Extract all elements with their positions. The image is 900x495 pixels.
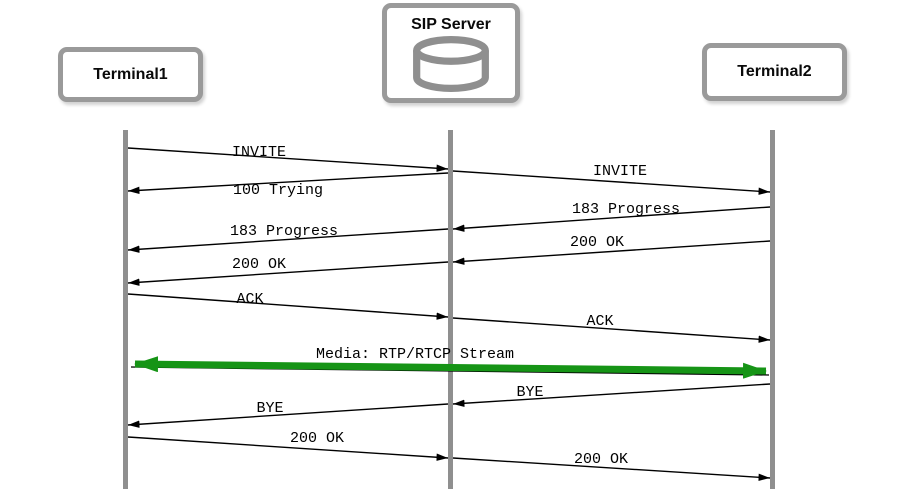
message-line-200-ok bbox=[127, 261, 449, 286]
message-label: 200 OK bbox=[289, 430, 345, 447]
message-label: 183 Progress bbox=[229, 223, 339, 240]
actor-box-sip-server: SIP Server bbox=[382, 3, 520, 103]
message-line-183-progress bbox=[452, 206, 771, 232]
message-line-200-ok bbox=[127, 436, 449, 461]
lifeline-terminal2 bbox=[770, 130, 775, 489]
message-line-183-progress bbox=[127, 228, 449, 253]
message-label: 100 Trying bbox=[232, 182, 324, 199]
message-label: 200 OK bbox=[569, 234, 625, 251]
lifeline-terminal1 bbox=[123, 130, 128, 489]
message-line-200-ok bbox=[452, 240, 771, 265]
message-label: Media: RTP/RTCP Stream bbox=[315, 346, 515, 363]
lifeline-sip-server bbox=[448, 130, 453, 489]
message-label: BYE bbox=[256, 400, 284, 417]
message-line-bye bbox=[452, 383, 771, 407]
message-label: ACK bbox=[236, 291, 264, 308]
message-line-invite bbox=[127, 147, 449, 172]
message-line-invite bbox=[452, 170, 771, 195]
message-label: BYE bbox=[516, 384, 544, 401]
message-line-100-trying bbox=[127, 172, 449, 195]
message-label: INVITE bbox=[231, 144, 287, 161]
database-icon bbox=[413, 36, 489, 92]
message-label: 183 Progress bbox=[571, 201, 681, 218]
message-line-ack bbox=[452, 317, 771, 343]
actor-label-terminal2: Terminal2 bbox=[737, 63, 812, 80]
message-line-200-ok bbox=[452, 457, 771, 481]
actor-box-terminal1: Terminal1 bbox=[58, 47, 203, 102]
actor-box-terminal2: Terminal2 bbox=[702, 43, 847, 101]
message-label: INVITE bbox=[592, 163, 648, 180]
message-line-ack bbox=[127, 293, 449, 320]
actor-label-terminal1: Terminal1 bbox=[93, 65, 168, 83]
message-label: 200 OK bbox=[231, 256, 287, 273]
message-label: ACK bbox=[586, 313, 614, 330]
message-line-bye bbox=[127, 403, 449, 428]
message-line-media-rtp-rtcp-stream bbox=[134, 356, 767, 379]
actor-label-sip-server: SIP Server bbox=[411, 16, 491, 33]
message-label: 200 OK bbox=[573, 451, 629, 468]
